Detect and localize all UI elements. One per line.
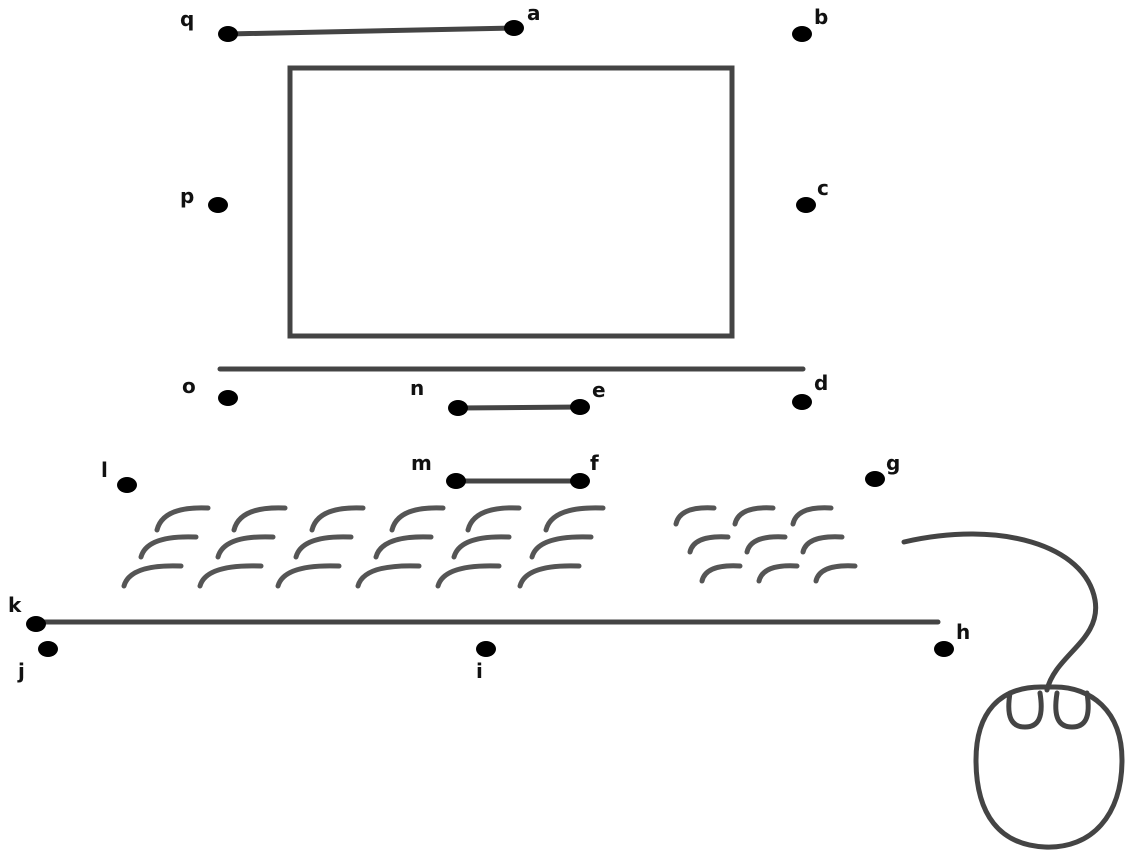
key: [529, 534, 594, 560]
key: [813, 563, 858, 584]
key: [451, 534, 512, 560]
key: [744, 534, 788, 555]
dot-label-c: c: [817, 176, 829, 200]
dot-g: [865, 471, 885, 487]
key: [373, 534, 434, 560]
dot-label-a: a: [527, 1, 541, 25]
key: [389, 505, 446, 533]
key: [732, 505, 776, 527]
dot-q: [218, 26, 238, 42]
dot-label-n: n: [410, 376, 424, 400]
mouse-right-button: [1053, 690, 1091, 730]
key: [790, 505, 834, 527]
key: [543, 505, 606, 533]
dot-label-k: k: [8, 593, 22, 617]
dot-p: [208, 197, 228, 213]
dot-o: [218, 390, 238, 406]
line-n-e: [455, 404, 583, 411]
key: [687, 534, 731, 555]
key: [215, 534, 276, 560]
key: [231, 505, 288, 533]
mouse-body: [973, 684, 1125, 850]
dots-layer: q a b c d e f g h i j k l m n o p: [8, 1, 970, 683]
numpad-keys: [673, 505, 858, 584]
key: [756, 563, 800, 584]
mouse-icon: [973, 684, 1125, 850]
key: [800, 534, 845, 555]
dot-label-j: j: [17, 659, 25, 683]
key: [517, 563, 582, 589]
dot-a: [504, 20, 524, 36]
key: [197, 563, 264, 589]
dot-label-h: h: [956, 620, 970, 644]
dot-j: [38, 641, 58, 657]
key: [699, 563, 743, 584]
key: [121, 563, 184, 589]
dot-label-l: l: [101, 458, 108, 482]
key: [673, 505, 717, 527]
dot-label-q: q: [180, 7, 194, 31]
dot-f: [570, 473, 590, 489]
dot-i: [476, 641, 496, 657]
mouse-cable: [901, 531, 1099, 693]
mouse-left-button: [1006, 690, 1044, 730]
key: [138, 534, 199, 560]
dot-m: [446, 473, 466, 489]
dot-label-d: d: [814, 371, 828, 395]
dot-b: [792, 26, 812, 42]
dot-label-b: b: [814, 5, 828, 29]
dot-label-g: g: [886, 451, 900, 475]
key: [355, 563, 422, 589]
keyboard-keys: [121, 505, 606, 589]
key: [465, 505, 522, 533]
key: [154, 505, 211, 533]
dot-label-f: f: [590, 451, 599, 475]
dot-label-m: m: [411, 451, 432, 475]
dot-label-i: i: [476, 659, 483, 683]
key: [293, 534, 354, 560]
key: [275, 563, 342, 589]
dot-d: [792, 394, 812, 410]
dot-l: [117, 477, 137, 493]
monitor-screen: [287, 65, 735, 339]
dot-k: [26, 616, 46, 632]
dot-e: [570, 399, 590, 415]
key: [309, 505, 366, 533]
dot-label-o: o: [182, 374, 196, 398]
dot-h: [934, 641, 954, 657]
dot-n: [448, 400, 468, 416]
key: [435, 563, 502, 589]
dot-label-p: p: [180, 184, 194, 208]
dot-c: [796, 197, 816, 213]
line-q-a: [225, 25, 517, 37]
dot-label-e: e: [592, 378, 606, 402]
